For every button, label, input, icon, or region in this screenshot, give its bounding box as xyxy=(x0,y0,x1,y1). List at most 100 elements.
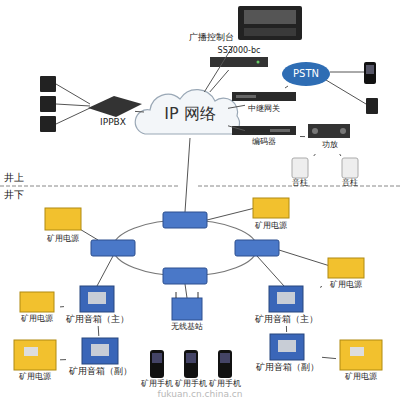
power-box: 矿用电源 xyxy=(336,338,386,384)
column-speaker-icon xyxy=(292,158,308,178)
encoder-box: 编码器 xyxy=(228,122,300,150)
amplifier-icon xyxy=(308,124,350,138)
level-label: 井下 xyxy=(4,189,34,201)
phone-wire xyxy=(330,72,364,73)
base-station-icon xyxy=(172,298,202,320)
antenna xyxy=(198,292,199,298)
gateway-box: 中继网关 xyxy=(228,88,300,116)
phone-wire xyxy=(56,104,90,106)
speaker-box: 矿用音箱（主） xyxy=(64,284,130,326)
phone-icon xyxy=(364,62,376,84)
speaker-panel xyxy=(88,292,106,304)
power-box: 矿用电源 xyxy=(40,206,86,246)
console-screen xyxy=(244,10,296,24)
desk-phone-icon xyxy=(40,116,56,132)
server-box: SS3000-bc xyxy=(205,46,273,70)
desk-phone-icon xyxy=(40,76,56,92)
device-label: 矿用音箱（主） xyxy=(64,314,130,324)
device-label: 功放 xyxy=(305,140,355,149)
speaker-panel xyxy=(277,292,295,304)
device-label: 中继网关 xyxy=(228,104,300,113)
console-icon xyxy=(238,6,302,40)
ippbx-box: IPPBX xyxy=(82,92,144,128)
device-label: 音柱 xyxy=(286,178,314,187)
connector xyxy=(98,326,100,336)
mine-phone-icon xyxy=(150,350,164,378)
mine-phone-box: 矿用手机 xyxy=(174,348,208,390)
watermark: fukuan.cn.china.cn xyxy=(100,389,300,399)
mine-phone-icon xyxy=(184,350,198,378)
power-box: 矿用电源 xyxy=(248,196,294,234)
mine-phone-box: 矿用手机 xyxy=(208,348,242,390)
device-label: 矿用手机 xyxy=(140,379,174,388)
gateway-icon xyxy=(232,92,296,101)
gateway-panel xyxy=(236,95,256,98)
connector xyxy=(210,70,229,92)
speaker-icon xyxy=(269,286,303,312)
power-icon xyxy=(340,340,382,370)
amplifier-box: 功放 xyxy=(305,120,355,154)
connector xyxy=(228,126,245,131)
device-label: 矿用电源 xyxy=(336,372,386,381)
connector xyxy=(314,154,316,156)
pstn-cloud xyxy=(282,62,330,86)
power-wire xyxy=(207,208,255,220)
ground-line xyxy=(0,186,178,187)
encoder-icon xyxy=(232,126,296,135)
device-label: 矿用电源 xyxy=(10,372,60,381)
connector xyxy=(60,359,66,360)
switch-icon xyxy=(235,240,279,256)
mine-phone-box: 矿用手机 xyxy=(140,348,174,390)
mine-phone-icon xyxy=(218,350,232,378)
power-icon xyxy=(14,340,56,370)
column-speaker-box: 音柱 xyxy=(286,156,314,188)
speaker-icon xyxy=(270,334,304,360)
device-label: IPPBX xyxy=(82,117,144,127)
amplifier-knob xyxy=(312,128,318,134)
device-label: 矿用电源 xyxy=(322,280,370,289)
device-label: 矿用电源 xyxy=(248,221,294,230)
connector xyxy=(286,326,287,332)
connector xyxy=(320,286,322,287)
device-label: 矿用手机 xyxy=(174,379,208,388)
power-window xyxy=(350,347,364,356)
power-box: 矿用电源 xyxy=(14,290,60,326)
device-label: 无线基站 xyxy=(162,322,212,331)
device-label: 编码器 xyxy=(228,137,300,146)
phone-screen xyxy=(366,65,374,74)
switch-icon xyxy=(163,268,207,284)
device-label: SS3000-bc xyxy=(205,46,273,55)
trunk-wire xyxy=(185,138,190,212)
encoder-panel xyxy=(270,129,290,132)
base-station-box: 无线基站 xyxy=(162,292,212,334)
speaker-panel xyxy=(91,344,109,356)
switch-icon xyxy=(163,212,207,228)
device-label: 矿用音箱（副） xyxy=(66,366,134,376)
power-icon xyxy=(328,258,364,278)
device-label: PSTN xyxy=(282,68,330,80)
device-label: 广播控制台 xyxy=(185,32,237,42)
power-icon xyxy=(45,208,81,230)
phone-wire xyxy=(326,80,366,104)
power-window xyxy=(24,347,38,356)
console-keys xyxy=(244,28,296,36)
speaker-box: 矿用音箱（副） xyxy=(66,336,134,380)
mine-phone-screen xyxy=(152,353,162,363)
connector xyxy=(300,136,305,137)
speaker-wire xyxy=(257,256,284,286)
power-box: 矿用电源 xyxy=(322,256,370,292)
server-led xyxy=(257,61,260,64)
phone-wire xyxy=(56,84,90,104)
power-icon xyxy=(253,198,289,218)
desk-phone-icon xyxy=(366,98,378,114)
phone-wire xyxy=(56,108,90,124)
switch-icon xyxy=(91,240,135,256)
cloud-box: IP 网络 xyxy=(135,92,245,138)
column-speaker-icon xyxy=(342,158,358,178)
connector xyxy=(228,105,245,108)
speaker-box: 矿用音箱（主） xyxy=(252,284,320,326)
connector xyxy=(340,154,341,156)
device-label: 矿用电源 xyxy=(14,314,60,323)
mine-phone-screen xyxy=(186,353,196,363)
